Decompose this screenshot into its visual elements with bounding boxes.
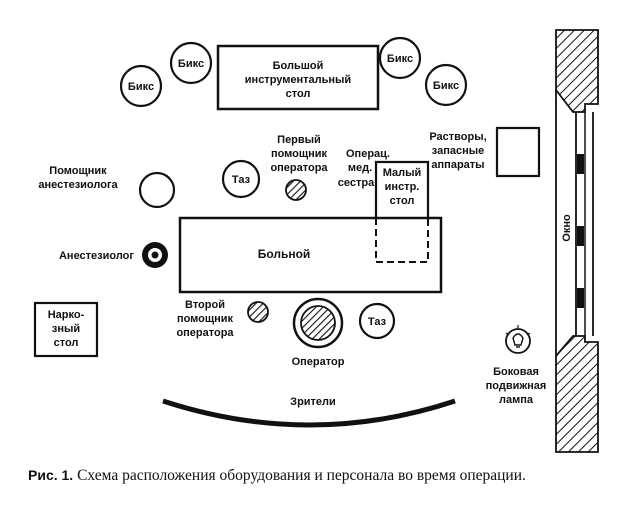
first-assistant-label-2: помощник <box>271 148 328 160</box>
second-assistant-label-1: Второй <box>185 299 225 311</box>
spectators-label: Зрители <box>290 396 336 408</box>
caption-prefix: Рис. 1. <box>28 467 74 483</box>
basin-top: Таз <box>221 159 261 199</box>
patient-label: Больной <box>258 247 311 261</box>
anesth-assistant-label-1: Помощник <box>49 165 107 177</box>
big-table-label-2: инструментальный <box>245 74 351 86</box>
basin-bottom-label: Таз <box>368 316 387 328</box>
narcosis-table-label-3: стол <box>54 337 79 349</box>
scrub-nurse-label-2: мед. <box>348 162 372 174</box>
basin-top-label: Таз <box>232 174 251 186</box>
operator: Оператор <box>292 297 345 368</box>
spectators: Зрители <box>162 396 456 428</box>
biks-label-3: Бикс <box>387 53 413 65</box>
solutions-label-3: аппараты <box>431 159 484 171</box>
first-assistant-label-3: оператора <box>270 162 328 174</box>
first-assistant: Первый помощник оператора <box>270 134 328 201</box>
solutions-cabinet: Растворы, запасные аппараты <box>429 126 541 178</box>
second-assistant-marker <box>247 301 269 323</box>
wall-with-window: Окно <box>555 29 599 453</box>
anesthesiologist: Анестезиолог <box>59 242 168 268</box>
biks-label-4: Бикс <box>433 80 459 92</box>
operator-label: Оператор <box>292 356 345 368</box>
big-instrument-table: Большой инструментальный стол <box>216 44 380 111</box>
biks-label-1: Бикс <box>128 81 154 93</box>
biks-4: Бикс <box>424 63 468 107</box>
caption-text: Схема расположения оборудования и персон… <box>77 467 526 484</box>
anesth-assistant-label-2: анестезиолога <box>38 179 118 191</box>
solutions-label-2: запасные <box>432 145 484 157</box>
lamp-label-3: лампа <box>499 394 534 406</box>
biks-2: Бикс <box>169 41 213 85</box>
scrub-nurse-label-1: Операц. <box>346 148 390 160</box>
big-table-label-3: стол <box>286 88 311 100</box>
anesthesiologist-assistant: Помощник анестезиолога <box>38 165 176 209</box>
first-assistant-label-1: Первый <box>277 134 321 146</box>
lamp-label-2: подвижная <box>486 380 547 392</box>
second-assistant-label-2: помощник <box>177 313 234 325</box>
scrub-nurse: Операц. мед. сестра <box>338 148 390 189</box>
anesthesiologist-label: Анестезиолог <box>59 250 134 262</box>
scrub-nurse-label-3: сестра <box>338 177 375 189</box>
second-assistant-label-3: оператора <box>176 327 234 339</box>
small-table-label-2: инстр. <box>385 181 420 193</box>
small-instrument-table: Малый инстр. стол <box>374 160 430 263</box>
narcosis-table-label-1: Нарко- <box>48 309 85 321</box>
biks-1: Бикс <box>119 64 163 108</box>
second-assistant: Второй помощник оператора <box>176 299 269 339</box>
narcosis-table-label-2: зный <box>52 323 80 335</box>
biks-3: Бикс <box>378 36 422 80</box>
basin-bottom: Таз <box>358 302 396 340</box>
patient-table: Больной <box>178 216 443 294</box>
lamp-label-1: Боковая <box>493 366 539 378</box>
small-table-label-3: стол <box>390 195 415 207</box>
small-table-label-1: Малый <box>383 167 422 179</box>
big-table-label-1: Большой <box>273 60 324 72</box>
solutions-label-1: Растворы, <box>429 131 486 143</box>
first-assistant-marker <box>285 179 307 201</box>
side-lamp: Боковая подвижная лампа <box>486 325 547 406</box>
figure-caption: Рис. 1. Схема расположения оборудования … <box>28 466 618 485</box>
window-label: Окно <box>561 214 573 242</box>
biks-label-2: Бикс <box>178 58 204 70</box>
narcosis-table: Нарко- зный стол <box>33 301 99 358</box>
